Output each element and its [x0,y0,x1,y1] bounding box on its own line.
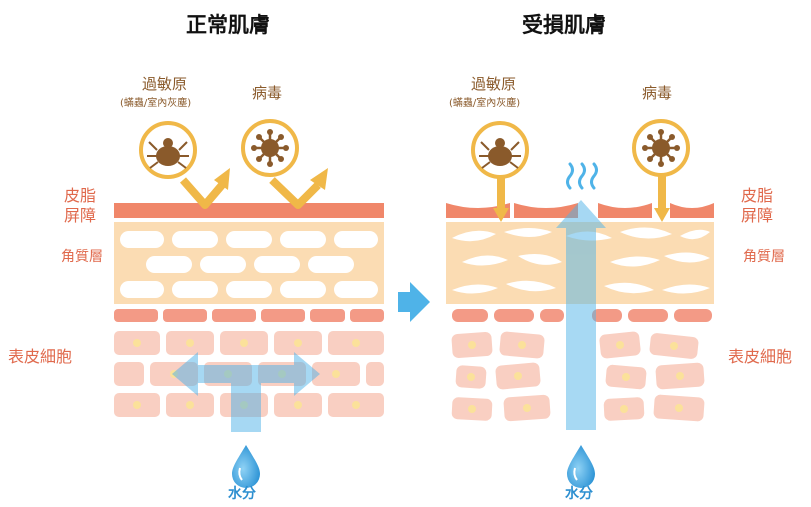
normal-allergen-label: 過敏原 [142,75,188,93]
normal-skin-panel [114,119,384,488]
normal-water-arrows [172,352,320,432]
virus-icon-damaged [632,119,690,177]
normal-epidermis-label: 表皮細胞 [8,347,73,366]
water-drop-icon-damaged [567,445,595,488]
steam-icon [566,162,598,190]
water-drop-icon [232,445,260,488]
damaged-virus-label: 病毒 [642,84,673,102]
virus-icon [241,119,299,177]
mite-icon-damaged [471,121,529,179]
transition-arrow-icon [398,282,430,322]
normal-deflect-arrows [179,177,321,209]
water-loss-arrow [556,200,606,430]
normal-sebum-barrier [114,203,384,218]
damaged-barrier-label-2: 屏障 [741,206,774,225]
damaged-cell-nuclei [467,341,684,413]
mite-icon [139,121,197,179]
damaged-stratum-label: 角質層 [743,249,785,265]
normal-deflect-arrowheads [214,168,328,190]
damaged-corneocytes [452,227,710,294]
damaged-skin-panel [446,119,714,488]
damaged-water-label: 水分 [565,486,593,502]
normal-barrier-label-1: 皮脂 [64,186,97,205]
damaged-allergen-sub: (蟎蟲/室內灰塵) [449,98,521,109]
normal-stratum-label: 角質層 [61,249,103,265]
damaged-skin-title: 受損肌膚 [522,13,606,37]
damaged-barrier-label-1: 皮脂 [741,186,774,205]
normal-virus-label: 病毒 [252,84,283,102]
damaged-penetrate-arrows [493,176,670,222]
damaged-epidermis-label: 表皮細胞 [728,347,793,366]
normal-skin-title: 正常肌膚 [186,13,270,37]
damaged-sebum-barrier [446,203,714,218]
damaged-allergen-label: 過敏原 [471,75,517,93]
normal-corneocytes [120,231,378,298]
normal-barrier-label-2: 屏障 [64,206,97,225]
normal-epidermis-top-row [114,309,384,322]
damaged-epidermis-top-row [452,309,712,322]
normal-water-label: 水分 [228,486,256,502]
normal-allergen-sub: (蟎蟲/室內灰塵) [120,98,192,109]
